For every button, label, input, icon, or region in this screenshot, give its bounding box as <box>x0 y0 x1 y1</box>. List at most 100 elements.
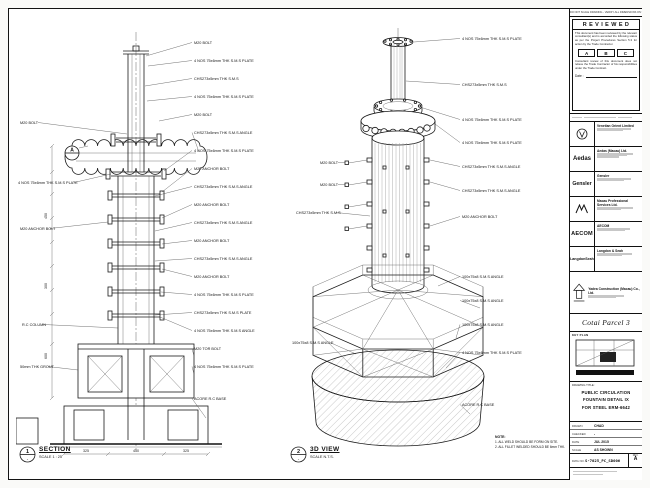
view-bubble-ref: - <box>27 457 29 462</box>
drawing-title-line: FOUNTAIN DETAIL IX <box>583 397 629 402</box>
detail-bubble-letter: A <box>70 148 74 154</box>
annotation-label: CHS273x5mm THK S.M.S ANGLE <box>194 257 253 261</box>
field-label: CHECKED <box>572 431 586 436</box>
aedas-logo: Aedas <box>570 147 595 171</box>
status-code-a: A <box>578 49 596 58</box>
annotation-label: 4 NOS 75x6mm THK S.M.S ANGLE <box>194 329 255 333</box>
field-row: SCALE AS SHOWN <box>570 446 642 454</box>
annotation-label: M20 ANCHOR BOLT <box>194 167 230 171</box>
drawing-sheet: 450 300 600 325 450 325 A <box>8 8 642 480</box>
footer-microtext <box>570 468 642 478</box>
annotation-label: CHS273x5mm THK S.M.S <box>194 77 239 81</box>
company-name: AECOM <box>597 224 610 228</box>
iso-top-assembly <box>382 28 414 102</box>
section-main-column <box>107 176 165 344</box>
annotation-label: CHS273x5mm THK S.M.S ANGLE <box>194 131 253 135</box>
status-codes: A B C <box>577 49 635 58</box>
dimension-label: 300 <box>44 283 48 289</box>
field-label: DRAWN <box>572 423 583 428</box>
general-notes: NOTE: 1. ALL WELD SHOULD BE FORM ON SITE… <box>495 435 569 450</box>
langdonseah-logo: LangdonSeah <box>570 247 595 271</box>
annotation-label: ACORE R.C BASE <box>194 397 227 401</box>
reviewed-date-row: Date : <box>573 72 639 80</box>
annotation-label: CHS273x5mm THK S.M.S ANGLE <box>194 185 253 189</box>
reviewed-paragraph-2: Consultant review of this document does … <box>575 58 637 71</box>
annotation-label: 100x75x8 S.M.S ANGLE <box>462 323 504 327</box>
drawing-number: S-7025_PC_SD006 <box>585 458 621 463</box>
annotation-label: M20 BOLT <box>320 161 339 165</box>
annotation-label: 4 NOS 75x6mm THK S.M.S PLATE <box>194 365 254 369</box>
annotation-label: 50mm THK GROUT <box>20 365 55 369</box>
company-address-microtext <box>597 128 631 130</box>
annotation-label: 100x75x8 S.M.S ANGLE <box>462 275 504 279</box>
iso-annotations: 4 NOS 75x6mm THK S.M.S PLATE CHS273x5mm … <box>292 37 522 407</box>
dimension-label: 450 <box>44 213 48 219</box>
dimension-label: 450 <box>133 449 139 453</box>
company-address-microtext <box>597 179 624 182</box>
iso-cylinder <box>344 130 430 294</box>
company-address-microtext <box>597 129 623 132</box>
section-detail-bubble: A <box>64 145 89 161</box>
drawing-title-line: FOR STEEL ERM-6642 <box>581 404 631 410</box>
company-address-microtext <box>597 154 627 157</box>
reviewed-title: REVIEWED <box>573 20 639 30</box>
annotation-label: M20 ANCHOR BOLT <box>194 203 230 207</box>
company-row: Gensler Gensler <box>570 172 642 197</box>
company-row: LangdonSeah Langdon & Seah <box>570 247 642 272</box>
footer-microtext-line <box>573 473 603 476</box>
annotation-label: 4 NOS 75x6mm THK S.M.S PLATE <box>462 351 522 355</box>
field-value: AS SHOWN <box>594 448 613 452</box>
contractor-address-microtext <box>588 295 625 297</box>
annotation-label: M20 TOR BOLT <box>194 347 222 351</box>
section-view-label: 1 - SECTION SCALE 1 : 25 <box>19 446 71 463</box>
company-address-microtext <box>597 254 622 257</box>
annotation-label: 4 NOS 75x6mm THK S.M.S PLATE <box>194 95 254 99</box>
section-view-scale: SCALE 1 : 25 <box>39 454 63 459</box>
contractor-block: Yadea Construction (Macau) Co., Ltd. <box>570 272 642 314</box>
section-lower-flange <box>105 168 167 180</box>
annotation-label: 4 NOS 75x6mm THK S.M.S PLATE <box>462 37 522 41</box>
iso-view-drawing: 4 NOS 75x6mm THK S.M.S PLATE CHS273x5mm … <box>292 28 522 447</box>
field-label: DATE <box>572 439 580 444</box>
drawing-number-row: DWG NO. S-7025_PC_SD006 REV. A <box>570 454 642 468</box>
drawing-title-block: DRAWING TITLE : PUBLIC CIRCULATION FOUNT… <box>570 382 642 422</box>
iso-base-drum <box>311 349 485 447</box>
dimension-label: 600 <box>44 353 48 359</box>
company-name: Langdon & Seah <box>597 249 624 253</box>
field-value: CHAD <box>594 423 604 428</box>
footer-microtext-line <box>573 470 617 473</box>
venetian-logo <box>570 122 595 146</box>
iso-leader-lines <box>329 38 481 415</box>
company-address-microtext <box>597 253 632 255</box>
annotation-label: CHS273x5mm THK S.M.S <box>296 211 341 215</box>
annotation-label: 100x75x8 S.M.S ANGLE <box>292 341 334 345</box>
field-value: - <box>594 431 596 436</box>
contractor-address-microtext <box>588 296 617 299</box>
status-code-c: C <box>616 49 634 58</box>
field-label: SCALE <box>572 448 582 452</box>
section-leader-lines <box>37 42 207 419</box>
annotation-label: M20 ANCHOR BOLT <box>194 239 230 243</box>
annotation-label: M20 ANCHOR BOLT <box>20 227 56 231</box>
note-item: 2. ALL FILLET WELDED SHOULD BE 6mm THK. <box>495 444 566 449</box>
view-bubble-number: 1 <box>26 449 29 455</box>
section-view-drawing: 450 300 600 325 450 325 A <box>16 32 255 456</box>
annotation-label: 4 NOS 75x6mm THK S.M.S PLATE <box>194 59 254 63</box>
drawing-info-fields: DRAWN CHAD CHECKED - DATE JUL 2015 SCALE… <box>570 422 642 454</box>
revision-microtext <box>618 116 632 119</box>
revision-label: REV. <box>632 454 639 457</box>
key-plan-label: KEY PLAN <box>572 333 589 337</box>
iso-octagon-platform <box>312 264 484 378</box>
annotation-label: CHS273x5mm THK S.M.S ANGLE <box>194 221 253 225</box>
annotation-label: M20 BOLT <box>320 183 339 187</box>
title-block: DO NOT SCALE DRAWING - VERIFY ALL DIMENS… <box>569 9 642 480</box>
iso-bubble-icon: 2 - <box>290 446 307 463</box>
section-scallop-ring <box>64 139 208 175</box>
iso-view-label: 2 - 3D VIEW SCALE N.T.S. <box>290 446 340 463</box>
company-row: AECOM AECOM <box>570 222 642 247</box>
annotation-label: R.C COLUMN <box>22 323 46 327</box>
annotation-label: CHS273x5mm THK S.M.S ANGLE <box>462 189 521 193</box>
view-bubble-number: 2 <box>297 449 300 455</box>
company-address-microtext <box>597 153 633 155</box>
annotation-label: 100x75x8 S.M.S ANGLE <box>462 299 504 303</box>
